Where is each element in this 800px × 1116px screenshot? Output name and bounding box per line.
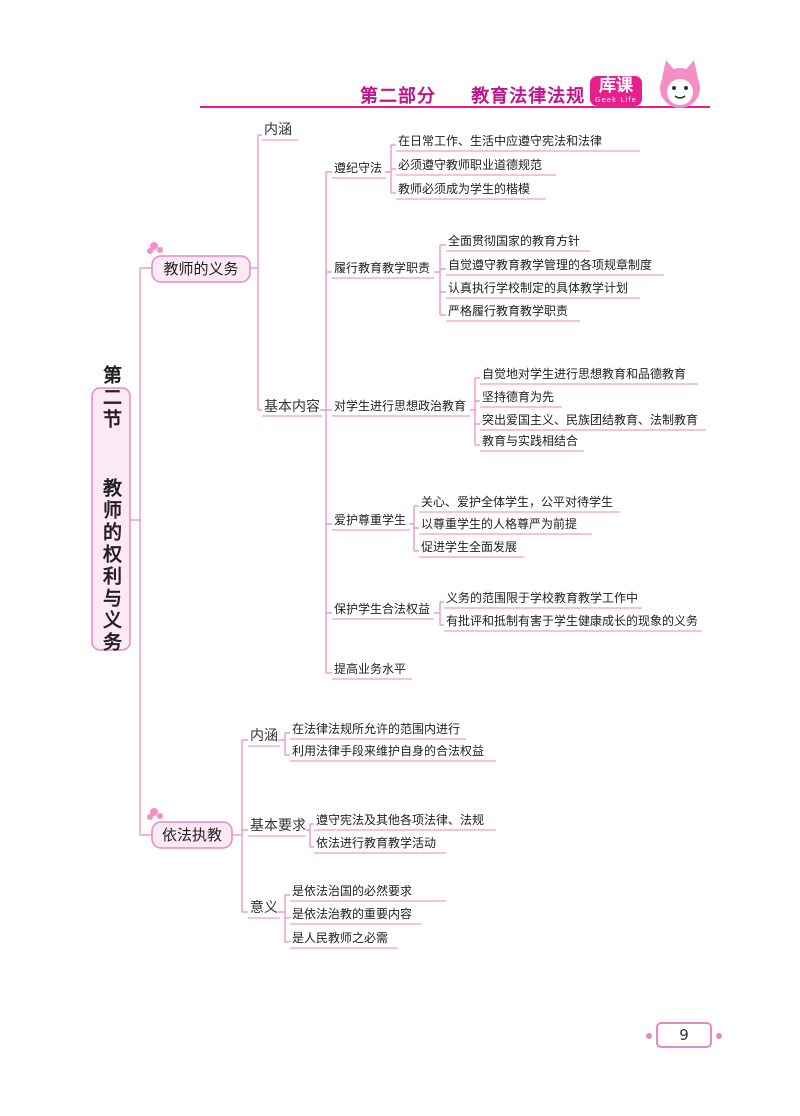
- law-h1-item: 利用法律手段来维护自身的合法权益: [292, 743, 484, 758]
- label-underlines: [248, 139, 706, 949]
- logo-text: 库课: [599, 76, 633, 96]
- g3-item: 教育与实践相结合: [482, 433, 578, 448]
- g5-item: 有批评和抵制有害于学生健康成长的现象的义务: [446, 613, 698, 628]
- law-h3-item: 是依法治教的重要内容: [292, 906, 412, 921]
- g3-label: 对学生进行思想政治教育: [334, 398, 466, 413]
- law-h3-item: 是依法治国的必然要求: [292, 883, 412, 898]
- connector-lines: [130, 134, 480, 943]
- g2-item: 全面贯彻国家的教育方针: [448, 233, 580, 248]
- g1-item: 教师必须成为学生的楷模: [398, 181, 530, 196]
- g6-label: 提高业务水平: [334, 661, 406, 676]
- page-number: 9: [646, 1022, 722, 1048]
- page-header: 第二部分 教育法律法规: [360, 82, 613, 108]
- flower-icon: [147, 242, 163, 820]
- law-box: [151, 821, 233, 849]
- g2-item: 认真执行学校制定的具体教学计划: [448, 280, 628, 295]
- root-subtitle: 教师的权利与义务: [100, 477, 123, 654]
- section-title: 教育法律法规: [471, 86, 586, 107]
- g1-label: 遵纪守法: [334, 160, 382, 175]
- root-title: 第二节: [100, 364, 122, 431]
- g4-item: 关心、爱护全体学生，公平对待学生: [421, 494, 613, 509]
- law-h3-item: 是人民教师之必需: [292, 930, 388, 945]
- law-h2-item: 依法进行教育教学活动: [316, 835, 436, 850]
- duties-neihan: 内涵: [264, 122, 292, 138]
- duties-box: [151, 255, 251, 283]
- g1-item: 在日常工作、生活中应遵守宪法和法律: [398, 133, 602, 148]
- duties-label: 教师的义务: [163, 260, 238, 278]
- law-label: 依法执教: [162, 826, 222, 844]
- part-label: 第二部分: [360, 86, 436, 107]
- law-h2-item: 遵守宪法及其他各项法律、法规: [316, 812, 484, 827]
- header-rule: [200, 106, 710, 108]
- g1-item: 必须遵守教师职业道德规范: [398, 157, 542, 172]
- g4-item: 以尊重学生的人格尊严为前提: [421, 516, 577, 531]
- brand-logo: 库课 Geek Life: [590, 76, 642, 106]
- law-requirements: 基本要求: [250, 817, 306, 834]
- law-h1-item: 在法律法规所允许的范围内进行: [292, 721, 460, 736]
- logo-subtext: Geek Life: [595, 96, 637, 104]
- g2-label: 履行教育教学职责: [334, 260, 430, 275]
- mascot-icon: [660, 60, 700, 108]
- root-box: [91, 387, 131, 651]
- g2-item: 严格履行教育教学职责: [448, 303, 568, 318]
- g3-item: 自觉地对学生进行思想教育和品德教育: [482, 366, 686, 381]
- g4-item: 促进学生全面发展: [421, 539, 517, 554]
- law-meaning: 意义: [250, 899, 278, 916]
- g4-label: 爱护尊重学生: [334, 512, 406, 527]
- g3-item: 坚持德育为先: [482, 389, 554, 404]
- g5-item: 义务的范围限于学校教育教学工作中: [446, 590, 638, 605]
- law-neihan: 内涵: [250, 728, 278, 744]
- g3-item: 突出爱国主义、民族团结教育、法制教育: [482, 412, 698, 427]
- duties-basic: 基本内容: [264, 398, 320, 415]
- g5-label: 保护学生合法权益: [334, 601, 430, 616]
- g2-item: 自觉遵守教育教学管理的各项规章制度: [448, 257, 652, 272]
